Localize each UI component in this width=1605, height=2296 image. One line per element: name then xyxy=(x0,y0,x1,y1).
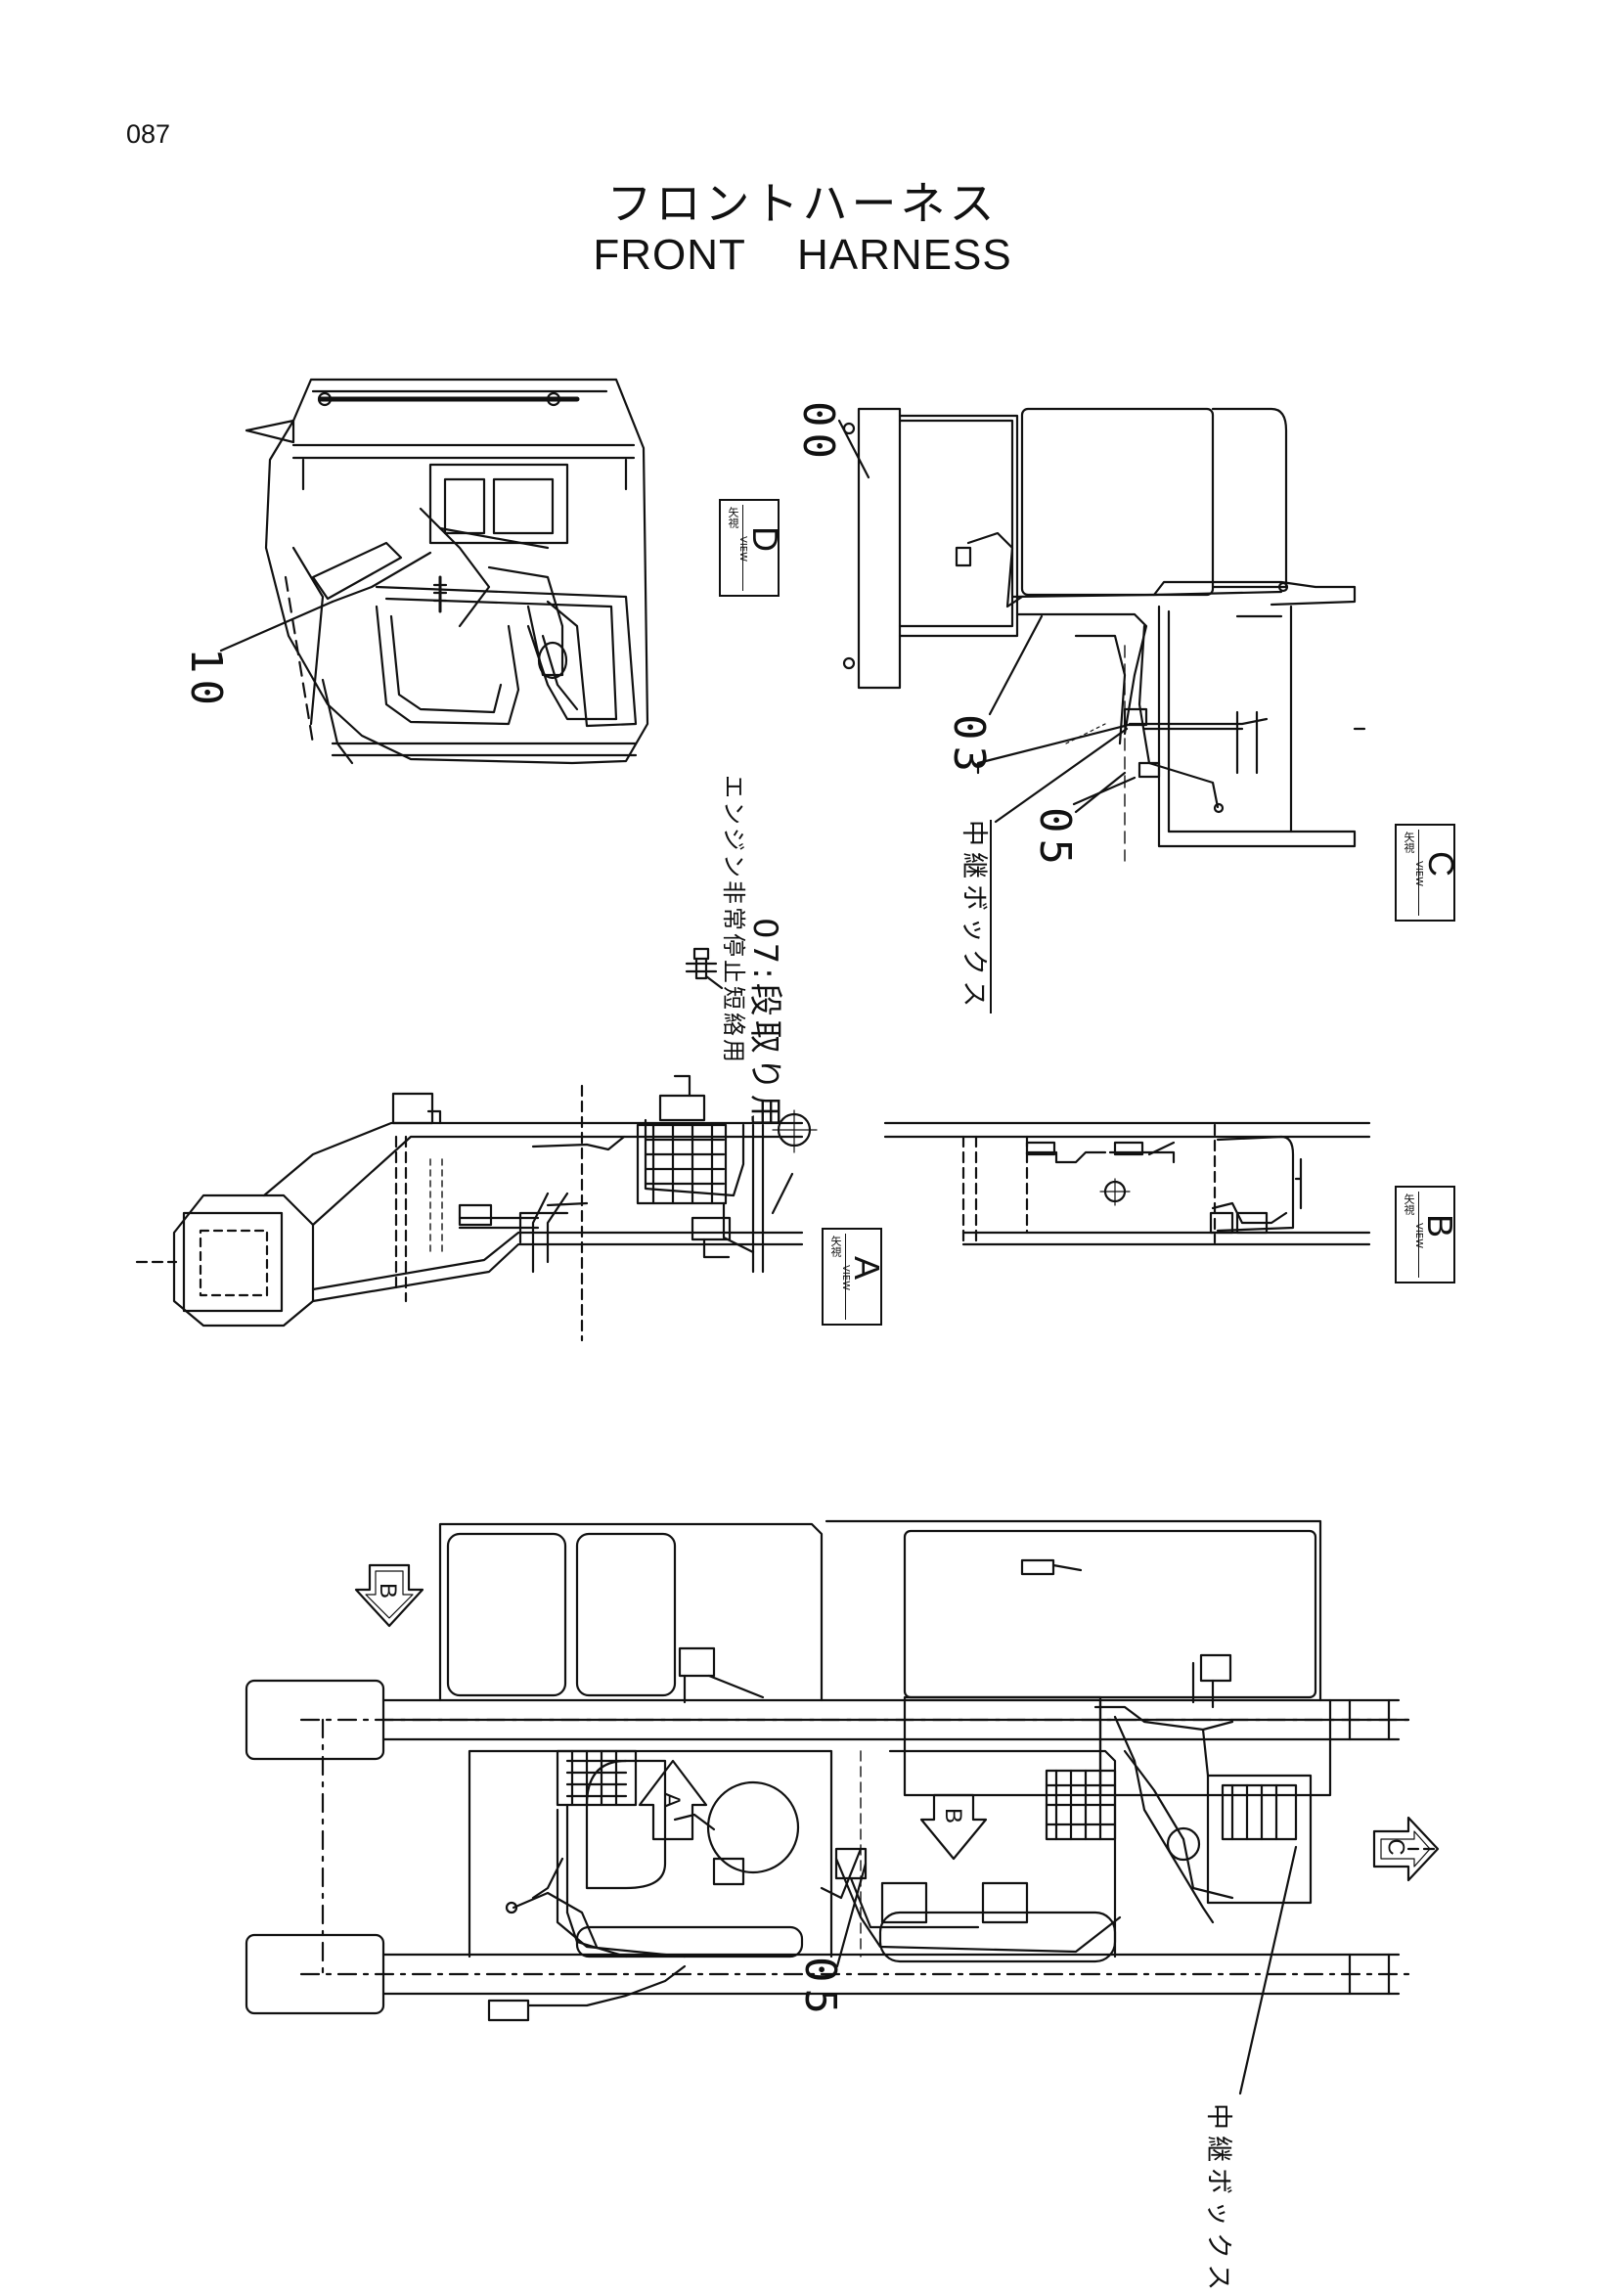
view-label-b: 矢視 VIEW B xyxy=(1395,1186,1460,1283)
arrow-view-b xyxy=(354,1563,424,1628)
arrow-view-b-lower xyxy=(919,1793,988,1861)
label-relay-box-lower: 中継ボックス xyxy=(1203,2103,1233,2296)
view-label-a: 矢視 VIEW A xyxy=(822,1228,887,1326)
title-english: FRONT HARNESS xyxy=(593,231,1012,279)
label-part-03: 03 xyxy=(944,714,994,778)
view-label-c: 矢視 VIEW C xyxy=(1395,824,1461,922)
plan-view-drawing xyxy=(245,1519,1440,2095)
view-a-drawing xyxy=(135,1074,818,1342)
view-label-b-letter: B xyxy=(1420,1213,1461,1238)
view-c-drawing xyxy=(837,407,1371,862)
arrow-letter-c: C xyxy=(1382,1838,1409,1856)
view-b-drawing xyxy=(883,1121,1371,1246)
part-07-plug-icon xyxy=(685,947,724,990)
label-part-05-upper: 05 xyxy=(1030,807,1080,871)
arrow-view-c xyxy=(1372,1816,1440,1882)
page-number: 087 xyxy=(126,119,171,149)
view-label-a-letter: A xyxy=(847,1255,888,1281)
view-label-d: 矢視 VIEW D xyxy=(719,499,785,597)
label-part-07-line2: エンジン非常停止短絡用 xyxy=(720,775,747,1065)
view-label-d-letter: D xyxy=(745,526,785,552)
view-label-a-kanji: 矢視 xyxy=(829,1236,842,1257)
arrow-view-a xyxy=(638,1759,708,1841)
view-label-d-kanji: 矢視 xyxy=(727,507,739,528)
label-part-10: 10 xyxy=(181,648,231,711)
label-part-00: 00 xyxy=(793,401,843,465)
relay-box-upper-underline xyxy=(990,820,992,1013)
arrow-letter-b: B xyxy=(375,1582,402,1599)
view-d-cab-drawing xyxy=(219,378,649,765)
view-label-c-kanji: 矢視 xyxy=(1403,832,1415,853)
view-label-c-letter: C xyxy=(1421,851,1461,877)
title-japanese: フロントハーネス xyxy=(606,177,999,230)
arrow-letter-a: A xyxy=(658,1791,686,1809)
label-part-05-lower: 05 xyxy=(795,1957,845,2020)
view-label-b-kanji: 矢視 xyxy=(1403,1193,1415,1215)
arrow-letter-b-lower: B xyxy=(940,1807,967,1824)
